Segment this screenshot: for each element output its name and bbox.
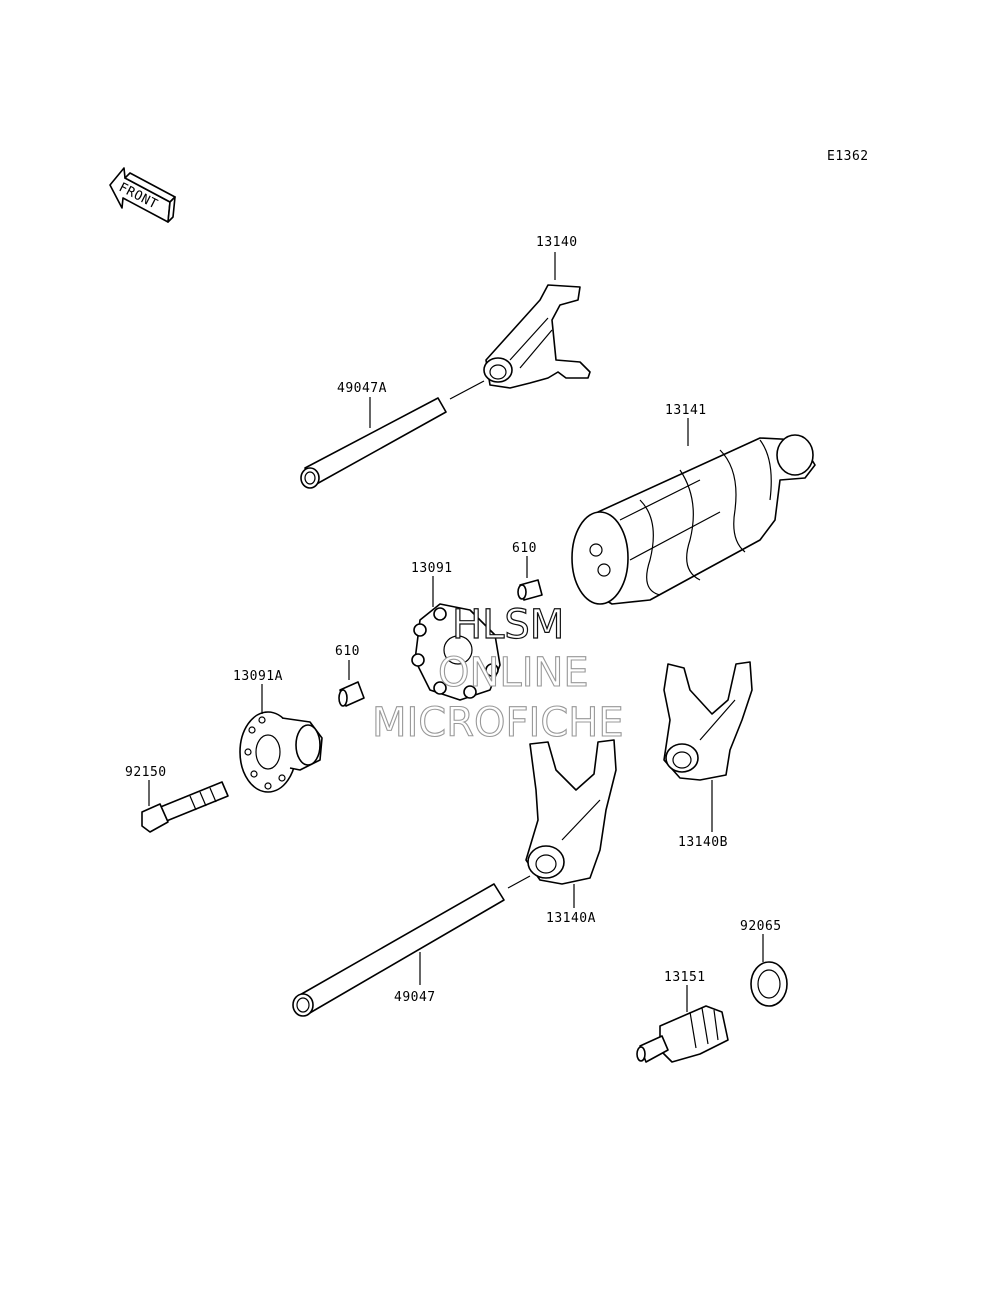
- label-13140A: 13140A: [546, 911, 596, 926]
- watermark-line3: MICROFICHE: [372, 700, 624, 746]
- bolt-92150: [141, 781, 229, 833]
- neutral-switch-13151: [636, 1005, 729, 1063]
- label-13140B: 13140B: [678, 835, 728, 850]
- front-arrow-icon: FRONT: [109, 167, 176, 223]
- label-49047A: 49047A: [337, 381, 387, 396]
- label-92065: 92065: [740, 919, 782, 934]
- cam-plate-13091A: [239, 711, 323, 793]
- pin-610-lower: [338, 681, 365, 707]
- watermark: HLSM ONLINE MICROFICHE: [371, 601, 624, 746]
- watermark-line1: HLSM: [452, 602, 564, 648]
- shift-cam-13091: [411, 603, 501, 701]
- label-13141: 13141: [665, 403, 707, 418]
- label-13091A: 13091A: [233, 669, 283, 684]
- shift-rod-49047: [292, 883, 505, 1017]
- label-610-upper: 610: [512, 541, 537, 556]
- watermark-line2: ONLINE: [438, 650, 589, 696]
- washer-92065: [750, 961, 788, 1007]
- pin-610-upper: [517, 579, 543, 601]
- shift-drum-13141: [571, 434, 816, 605]
- label-13140: 13140: [536, 235, 578, 250]
- shift-fork-13140: [483, 284, 591, 389]
- label-92150: 92150: [125, 765, 167, 780]
- label-610-lower: 610: [335, 644, 360, 659]
- shift-rod-49047A: [300, 397, 447, 489]
- label-13091: 13091: [411, 561, 453, 576]
- shift-fork-13140B: [663, 661, 753, 781]
- shift-fork-13140A: [525, 739, 617, 885]
- diagram-code: E1362: [827, 149, 869, 164]
- label-49047: 49047: [394, 990, 436, 1005]
- label-13151: 13151: [664, 970, 706, 985]
